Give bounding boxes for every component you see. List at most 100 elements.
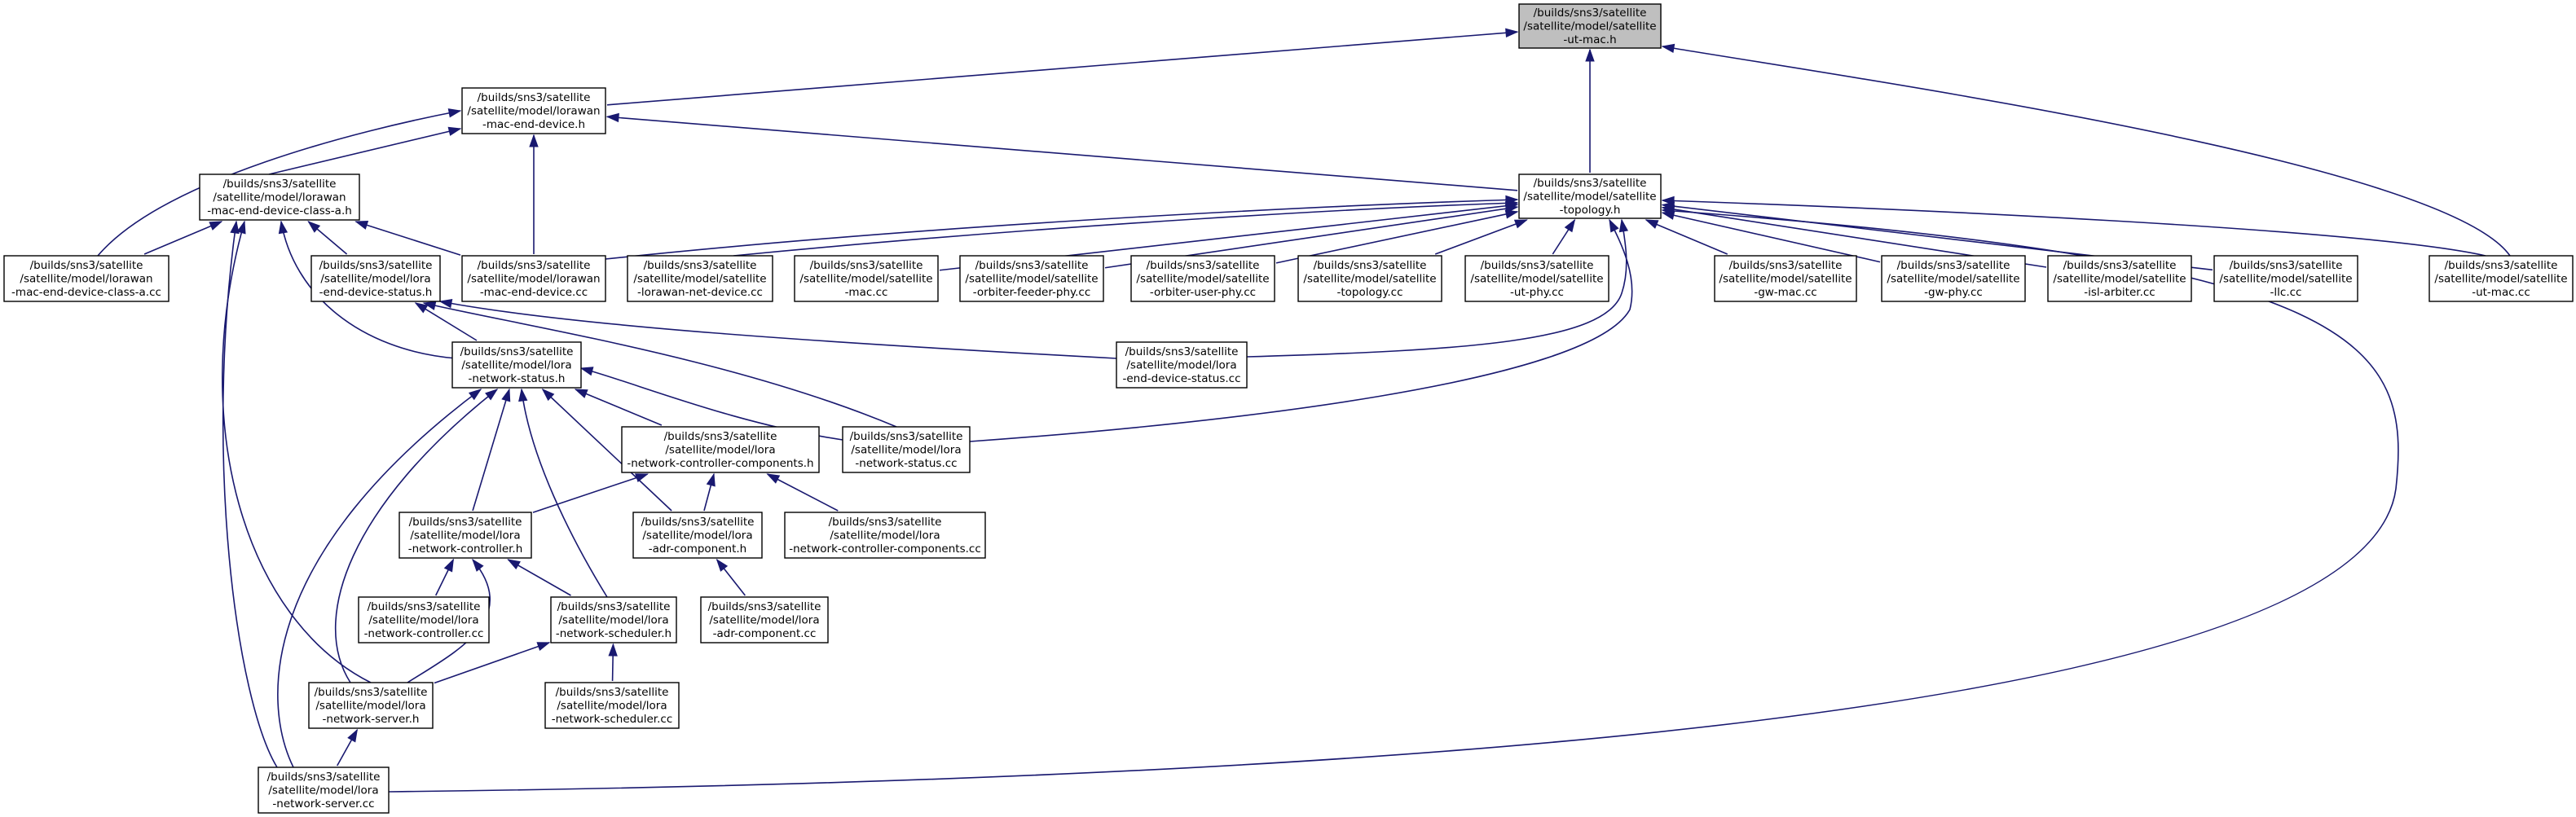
node-box [1130,255,1275,302]
node-lora-network-status-h[interactable]: /builds/sns3/satellite/satellite/model/l… [451,341,582,389]
arrowhead-ut_mac_cc-to-ut_mac_h [1661,43,1676,53]
node-label-line: /builds/sns3/satellite [2445,259,2558,272]
node-gw-mac-cc[interactable]: /builds/sns3/satellite/satellite/model/s… [1714,255,1857,302]
node-lorawan-mac-end-device-cc[interactable]: /builds/sns3/satellite/satellite/model/l… [461,255,606,302]
node-lora-network-controller-components-h[interactable]: /builds/sns3/satellite/satellite/model/l… [621,426,820,473]
edge-lora_network_server_cc-to-lorawan_mac_end_device_class_a_h [222,221,278,768]
arrowhead-satellite_topology_cc-to-satellite_topology_h [1513,219,1528,229]
node-lora-network-controller-h[interactable]: /builds/sns3/satellite/satellite/model/l… [399,512,532,559]
node-label-line: -orbiter-feeder-phy.cc [973,286,1091,299]
node-label-line: /builds/sns3/satellite [829,516,942,529]
node-box [461,255,606,302]
node-label-line: /builds/sns3/satellite [478,259,591,272]
edge-gw_phy_cc-to-satellite_topology_h [1662,212,1881,263]
node-label-line: /satellite/model/satellite [1136,273,1269,286]
node-lora-end-device-status-cc[interactable]: /builds/sns3/satellite/satellite/model/l… [1116,341,1248,389]
node-label-line: -network-server.h [323,713,420,726]
node-box [1518,3,1662,49]
node-label-line: /builds/sns3/satellite [1147,259,1260,272]
node-label-line: -ut-mac.cc [2472,286,2530,299]
node-label-line: /satellite/model/satellite [1303,273,1436,286]
arrowhead-satellite_topology_h-to-lorawan_mac_end_device_h [605,112,619,123]
node-label-line: /builds/sns3/satellite [975,259,1089,272]
node-lora-network-scheduler-cc[interactable]: /builds/sns3/satellite/satellite/model/l… [544,682,680,729]
node-label-line: /satellite/model/lora [315,700,425,713]
arrowhead-lora_network_server_h-to-lora_network_status_h [485,389,499,401]
node-box [3,255,170,302]
node-label-line: -mac.cc [845,286,888,299]
node-box [358,596,490,643]
node-lora-network-controller-cc[interactable]: /builds/sns3/satellite/satellite/model/l… [358,596,490,643]
node-lorawan-mac-end-device-class-a-cc[interactable]: /builds/sns3/satellite/satellite/model/l… [3,255,170,302]
node-label-line: /builds/sns3/satellite [850,430,963,443]
edge-lorawan_mac_end_device_class_a_cc-to-lorawan_mac_end_device_class_a_h [143,221,222,255]
node-lora-network-controller-components-cc[interactable]: /builds/sns3/satellite/satellite/model/l… [784,512,986,559]
node-lora-network-scheduler-h[interactable]: /builds/sns3/satellite/satellite/model/l… [550,596,677,643]
node-gw-phy-cc[interactable]: /builds/sns3/satellite/satellite/model/s… [1881,255,2026,302]
node-label-line: /builds/sns3/satellite [2230,259,2343,272]
edge-lora_network_server_h-to-lora_network_scheduler_h [434,642,550,684]
node-label-line: -topology.cc [1336,286,1402,299]
arrowhead-lorawan_mac_end_device_cc-to-lorawan_mac_end_device_h [529,134,539,147]
node-ut-phy-cc[interactable]: /builds/sns3/satellite/satellite/model/s… [1464,255,1609,302]
edge-lora_network_status_h-to-lorawan_mac_end_device_class_a_h [280,221,457,359]
node-lora-network-status-cc[interactable]: /builds/sns3/satellite/satellite/model/l… [842,426,971,473]
node-orbiter-user-phy-cc[interactable]: /builds/sns3/satellite/satellite/model/s… [1130,255,1275,302]
node-label-line: /builds/sns3/satellite [1729,259,1843,272]
node-lora-end-device-status-h[interactable]: /builds/sns3/satellite/satellite/model/l… [310,255,441,302]
node-label-line: /satellite/model/lorawan [467,105,600,118]
node-label-line: /builds/sns3/satellite [319,259,433,272]
node-label-line: /builds/sns3/satellite [368,600,481,613]
node-lora-adr-component-cc[interactable]: /builds/sns3/satellite/satellite/model/l… [700,596,829,643]
node-ut-mac-cc[interactable]: /builds/sns3/satellite/satellite/model/s… [2428,255,2574,302]
edge-lora_network_scheduler_h-to-lora_network_controller_h [508,559,571,596]
edge-lora_network_controller_h-to-lora_network_status_h [472,389,510,512]
node-lorawan-mac-end-device-h[interactable]: /builds/sns3/satellite/satellite/model/l… [461,87,606,134]
node-label-line: /builds/sns3/satellite [460,345,574,358]
node-label-line: -mac-end-device.cc [480,286,588,299]
node-label-line: /builds/sns3/satellite [556,686,669,699]
node-ut-mac-h[interactable]: /builds/sns3/satellite/satellite/model/s… [1518,3,1662,49]
node-box [199,174,360,221]
node-satellite-mac-cc[interactable]: /builds/sns3/satellite/satellite/model/s… [794,255,939,302]
node-label-line: /satellite/model/lorawan [467,273,600,286]
edge-lora_network_scheduler_h-to-lora_network_status_h [521,389,608,598]
node-llc-cc[interactable]: /builds/sns3/satellite/satellite/model/s… [2213,255,2358,302]
arrowhead-satellite_topology_h-to-ut_mac_h [1585,48,1595,62]
node-label-line: /builds/sns3/satellite [1125,345,1239,358]
arrowhead-lora_network_scheduler_cc-to-lora_network_scheduler_h [608,643,618,657]
node-label-line: /satellite/model/satellite [1887,273,2019,286]
node-label-line: /builds/sns3/satellite [644,259,757,272]
node-satellite-topology-cc[interactable]: /builds/sns3/satellite/satellite/model/s… [1297,255,1442,302]
node-satellite-topology-h[interactable]: /builds/sns3/satellite/satellite/model/s… [1518,174,1662,219]
node-lora-network-server-cc[interactable]: /builds/sns3/satellite/satellite/model/l… [258,766,390,814]
arrowhead-lora_network_server_h-to-lora_network_controller_h [472,558,484,572]
edge-lora_network_controller_components_cc-to-lora_network_controller_components_h [767,473,839,512]
node-label-line: /builds/sns3/satellite [1314,259,1427,272]
edge-lora_network_status_cc-to-satellite_topology_h [969,219,1633,442]
node-lorawan-mac-end-device-class-a-h[interactable]: /builds/sns3/satellite/satellite/model/l… [199,174,360,221]
node-box [2213,255,2358,302]
node-lora-network-server-h[interactable]: /builds/sns3/satellite/satellite/model/l… [308,682,434,729]
node-label-line: -llc.cc [2270,286,2302,299]
node-isl-arbiter-cc[interactable]: /builds/sns3/satellite/satellite/model/s… [2047,255,2192,302]
node-lorawan-net-device-cc[interactable]: /builds/sns3/satellite/satellite/model/s… [627,255,773,302]
node-label-line: /satellite/model/satellite [1523,191,1656,204]
node-label-line: -mac-end-device-class-a.cc [11,286,161,299]
node-orbiter-feeder-phy-cc[interactable]: /builds/sns3/satellite/satellite/model/s… [959,255,1104,302]
node-label-line: /builds/sns3/satellite [223,178,337,191]
node-label-line: /satellite/model/satellite [965,273,1098,286]
arrowhead-lora_adr_component_cc-to-lora_adr_component_h [716,558,729,572]
edge-lora_adr_component_h-to-lora_network_status_h [542,389,672,512]
edge-lorawan_mac_end_device_cc-to-satellite_topology_h [605,199,1518,260]
node-lora-adr-component-h[interactable]: /builds/sns3/satellite/satellite/model/l… [632,512,763,559]
node-label-line: /satellite/model/satellite [2219,273,2352,286]
node-label-line: /builds/sns3/satellite [267,771,381,784]
node-label-line: -isl-arbiter.cc [2084,286,2155,299]
node-label-line: /satellite/model/satellite [1470,273,1603,286]
edge-lorawan_mac_end_device_h-to-ut_mac_h [606,31,1518,106]
node-label-line: -network-controller-components.cc [789,542,981,556]
node-label-line: /satellite/model/lorawan [20,273,152,286]
edge-lorawan_mac_end_device_class_a_h-to-lorawan_mac_end_device_h [268,128,461,175]
node-label-line: -network-scheduler.h [556,627,672,640]
